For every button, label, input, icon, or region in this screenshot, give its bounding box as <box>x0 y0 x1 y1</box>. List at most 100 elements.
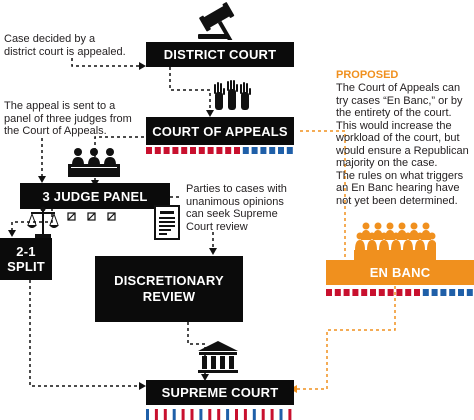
crowd-person-head <box>392 232 400 240</box>
judge-marker <box>261 409 265 420</box>
crowd-person-head <box>416 232 424 240</box>
panel-note-line: the Court of Appeals. <box>4 125 107 137</box>
crowd-person-body <box>367 240 377 250</box>
judge-marker <box>198 147 205 154</box>
panel-judges-markers <box>67 212 116 221</box>
district-court-box: DISTRICT COURT <box>146 42 294 67</box>
judge-marker <box>269 147 276 154</box>
crowd-person-head <box>380 232 388 240</box>
district-note: Case decided by a district court is appe… <box>4 33 144 58</box>
crowd-person-head <box>410 222 418 230</box>
supreme-judges-bar <box>146 409 292 420</box>
gavel-icon <box>198 2 235 40</box>
proposed-note-line: The rules on what triggers <box>336 169 464 182</box>
judge-marker <box>190 409 194 420</box>
connector-enbanc-to-supreme <box>295 286 396 390</box>
crowd-person-head <box>362 222 370 230</box>
judge-marker <box>226 409 230 420</box>
three-judge-panel-label: 3 JUDGE PANEL <box>42 188 148 204</box>
crowd-person-body <box>409 230 419 240</box>
proposed-note-line: majority on the case. <box>336 157 438 169</box>
panel-judge-hatch <box>67 212 76 221</box>
crowd-person-body <box>385 230 395 240</box>
judge-marker <box>216 147 223 154</box>
judge-marker <box>387 289 394 296</box>
appeals-judges-bar <box>146 147 293 154</box>
judge-marker <box>225 147 232 154</box>
judge-marker <box>243 409 247 420</box>
crowd-person-head <box>374 222 382 230</box>
district-note-line: district court is appealed. <box>4 45 126 58</box>
three-judge-panel-box: 3 JUDGE PANEL <box>20 183 170 209</box>
judge-marker <box>414 289 420 296</box>
raised-hands-icon <box>214 80 251 110</box>
judge-marker <box>422 289 429 296</box>
en-banc-box: EN BANC <box>326 260 474 285</box>
judge-marker <box>370 289 376 296</box>
judge-marker <box>154 147 161 154</box>
judge-marker <box>431 289 438 296</box>
panel-judge-hatch <box>107 212 116 221</box>
proposed-note-line: The Court of Appeals can <box>336 82 461 94</box>
proposed-note-line: the entirety of the court. <box>336 107 452 119</box>
judge-marker <box>405 289 412 296</box>
parties-note-line: Court review <box>186 220 248 233</box>
judge-marker <box>466 289 473 296</box>
crowd-person-head <box>368 232 376 240</box>
crowd-person-head <box>404 232 412 240</box>
judge-marker <box>352 289 359 296</box>
connector-appeals-to-enbanc <box>300 130 346 262</box>
judge-marker <box>163 409 167 420</box>
judge-marker <box>260 147 267 154</box>
parties-note: Parties to cases with unanimous opinions… <box>186 183 316 233</box>
crowd-person-body <box>391 240 401 250</box>
judge-marker <box>181 409 185 420</box>
en-banc-label: EN BANC <box>369 265 431 280</box>
judge-marker <box>235 409 238 420</box>
crowd-person-body <box>421 230 431 240</box>
crowd-person-head <box>398 222 406 230</box>
crowd-person-body <box>373 230 383 240</box>
judge-marker <box>172 409 176 420</box>
connector-note-to-district <box>71 58 140 67</box>
judge-marker <box>286 147 293 154</box>
crowd-bench <box>354 250 436 260</box>
parties-note-line: unanimous opinions <box>186 195 284 208</box>
judge-marker <box>154 409 158 420</box>
court-of-appeals-box: COURT OF APPEALS <box>146 117 294 145</box>
connector-district-to-appeals <box>169 67 211 112</box>
judge-marker <box>234 147 240 154</box>
judge-marker <box>270 409 274 420</box>
crowd-person-head <box>386 222 394 230</box>
judge-marker <box>278 147 284 154</box>
crowd-person-body <box>379 240 389 250</box>
district-note-line: Case decided by a <box>4 33 96 45</box>
judge-marker <box>378 289 385 296</box>
proposed-label: PROPOSED <box>336 69 399 81</box>
judge-marker <box>217 409 221 420</box>
crowd-person-body <box>403 240 413 250</box>
supreme-court-label: SUPREME COURT <box>161 385 279 400</box>
judge-marker <box>207 147 214 154</box>
judge-marker <box>326 289 332 296</box>
judge-marker <box>208 409 212 420</box>
proposed-note-line: an En Banc hearing have <box>336 182 460 194</box>
judge-marker <box>251 147 258 154</box>
proposed-note: The Court of Appeals can try cases “En B… <box>336 82 474 207</box>
supreme-court-box: SUPREME COURT <box>146 380 294 405</box>
court-of-appeals-label: COURT OF APPEALS <box>152 123 288 139</box>
judge-marker <box>252 409 256 420</box>
parties-note-line: can seek Supreme <box>186 208 278 220</box>
judge-marker <box>361 289 368 296</box>
crowd-person-body <box>361 230 371 240</box>
panel-note-line: The appeal is sent to a <box>4 100 116 112</box>
crowd-person-head <box>428 232 436 240</box>
crowd-person-body <box>355 240 365 250</box>
judge-marker <box>172 147 179 154</box>
discretionary-review-label-line1: DISCRETIONARY <box>114 273 224 288</box>
discretionary-review-box: DISCRETIONARY REVIEW <box>95 256 243 322</box>
judge-marker <box>146 147 152 154</box>
judge-marker <box>458 289 464 296</box>
courthouse-icon <box>198 341 238 373</box>
proposed-note-line: not yet been determined. <box>336 194 458 207</box>
